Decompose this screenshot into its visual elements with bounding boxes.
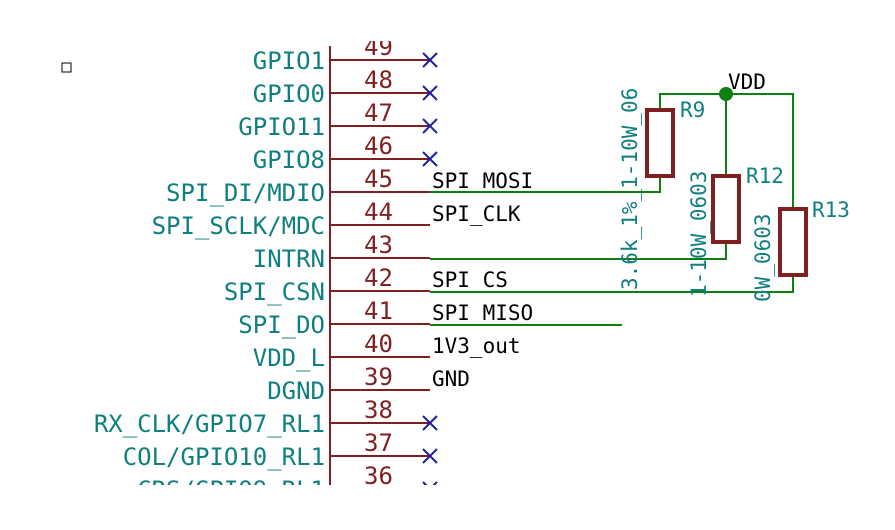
net-label: SPI_MOSI	[432, 169, 533, 193]
vdd-junction-dot	[719, 87, 733, 101]
corner-square-marker	[61, 62, 72, 73]
r13-body	[778, 207, 808, 277]
net-label: 1V3_out	[432, 334, 521, 358]
pin-43-intrn[interactable]: INTRN 43	[253, 231, 430, 273]
vdd-power-label: VDD	[728, 70, 766, 94]
pin-name-label: GPIO1	[253, 47, 325, 75]
resistor-r12[interactable]: R12 1-10W_0603	[687, 164, 784, 297]
wire-vdd-r13[interactable]	[726, 93, 794, 209]
pin-39-dgnd[interactable]: DGND 39 GND	[267, 363, 470, 405]
pin-name-label: SPI_SCLK/MDC	[152, 212, 325, 240]
pin-41-spi-do[interactable]: SPI_DO 41 SPI_MISO	[238, 297, 533, 339]
no-connect-icon	[422, 415, 438, 431]
pin-number-label: 37	[364, 429, 393, 457]
resistor-r9[interactable]: R9 3.6k_1%_1-10W_06	[618, 88, 705, 290]
pin-name-label: SPI_DI/MDIO	[166, 179, 325, 207]
no-connect-icon	[422, 118, 438, 134]
pin-number-label: 39	[364, 363, 393, 391]
pin-number-label: 48	[364, 66, 393, 94]
wire-spi-mosi[interactable]	[430, 176, 661, 193]
pin-name-label: COL/GPIO10_RL1	[123, 443, 325, 471]
pin-48-gpio0[interactable]: GPIO0 48	[253, 66, 438, 108]
no-connect-icon	[422, 52, 438, 68]
net-label: SPI_CLK	[432, 202, 521, 226]
no-connect-icon	[422, 448, 438, 464]
pin-name-label: INTRN	[253, 245, 325, 273]
pin-name-label: DGND	[267, 377, 325, 405]
pin-47-gpio11[interactable]: GPIO11 47	[238, 99, 438, 141]
r12-ref-label: R12	[746, 164, 784, 188]
net-label: SPI_CS	[432, 268, 508, 292]
net-label: SPI_MISO	[432, 301, 533, 325]
pin-name-label: RX_CLK/GPIO7_RL1	[94, 410, 325, 438]
pin-42-spi-csn[interactable]: SPI_CSN 42 SPI_CS	[224, 264, 508, 306]
wire-vdd-r9[interactable]	[659, 93, 726, 110]
r13-ref-label: R13	[812, 198, 850, 222]
r9-ref-label: R9	[680, 98, 705, 122]
pin-name-label: VDD_L	[253, 344, 325, 372]
pin-name-label: GPIO0	[253, 80, 325, 108]
wires-group	[430, 93, 794, 326]
wire-intrn[interactable]	[430, 242, 727, 260]
wire-spi-cs[interactable]	[430, 275, 794, 293]
r13-value-label: 0W_0603	[751, 213, 775, 302]
pin-number-label: 47	[364, 99, 393, 127]
r9-body	[645, 108, 675, 178]
pin-name-label: SPI_DO	[238, 311, 325, 339]
r9-value-label: 3.6k_1%_1-10W_06	[618, 88, 642, 290]
pin-44-spi-sclk-mdc[interactable]: SPI_SCLK/MDC 44 SPI_CLK	[152, 198, 521, 240]
pin-45-spi-di-mdio[interactable]: SPI_DI/MDIO 45 SPI_MOSI	[166, 165, 533, 207]
pin-37-col-gpio10-rl1[interactable]: COL/GPIO10_RL1 37	[123, 429, 438, 471]
pin-number-label: 42	[364, 264, 393, 292]
pin-number-label: 44	[364, 198, 393, 226]
resistor-r13[interactable]: R13 0W_0603	[751, 198, 850, 302]
pin-name-label: SPI_CSN	[224, 278, 325, 306]
pin-number-label: 41	[364, 297, 393, 325]
top-clip-cover	[0, 0, 600, 41]
pin-number-label: 46	[364, 132, 393, 160]
net-label: GND	[432, 367, 470, 391]
r12-body	[711, 174, 741, 244]
pin-name-label: GPIO8	[253, 146, 325, 174]
pin-number-label: 45	[364, 165, 393, 193]
no-connect-icon	[422, 85, 438, 101]
pin-38-rx-clk-gpio7-rl1[interactable]: RX_CLK/GPIO7_RL1 38	[94, 396, 438, 438]
pin-40-vdd-l[interactable]: VDD_L 40 1V3_out	[253, 330, 521, 372]
pin-number-label: 40	[364, 330, 393, 358]
pin-number-label: 38	[364, 396, 393, 424]
pin-46-gpio8[interactable]: GPIO8 46	[253, 132, 438, 174]
no-connect-icon	[422, 151, 438, 167]
r12-value-label: 1-10W_0603	[687, 171, 711, 297]
pin-number-label: 43	[364, 231, 393, 259]
pin-name-label: GPIO11	[238, 113, 325, 141]
bottom-clip-cover	[0, 485, 895, 530]
